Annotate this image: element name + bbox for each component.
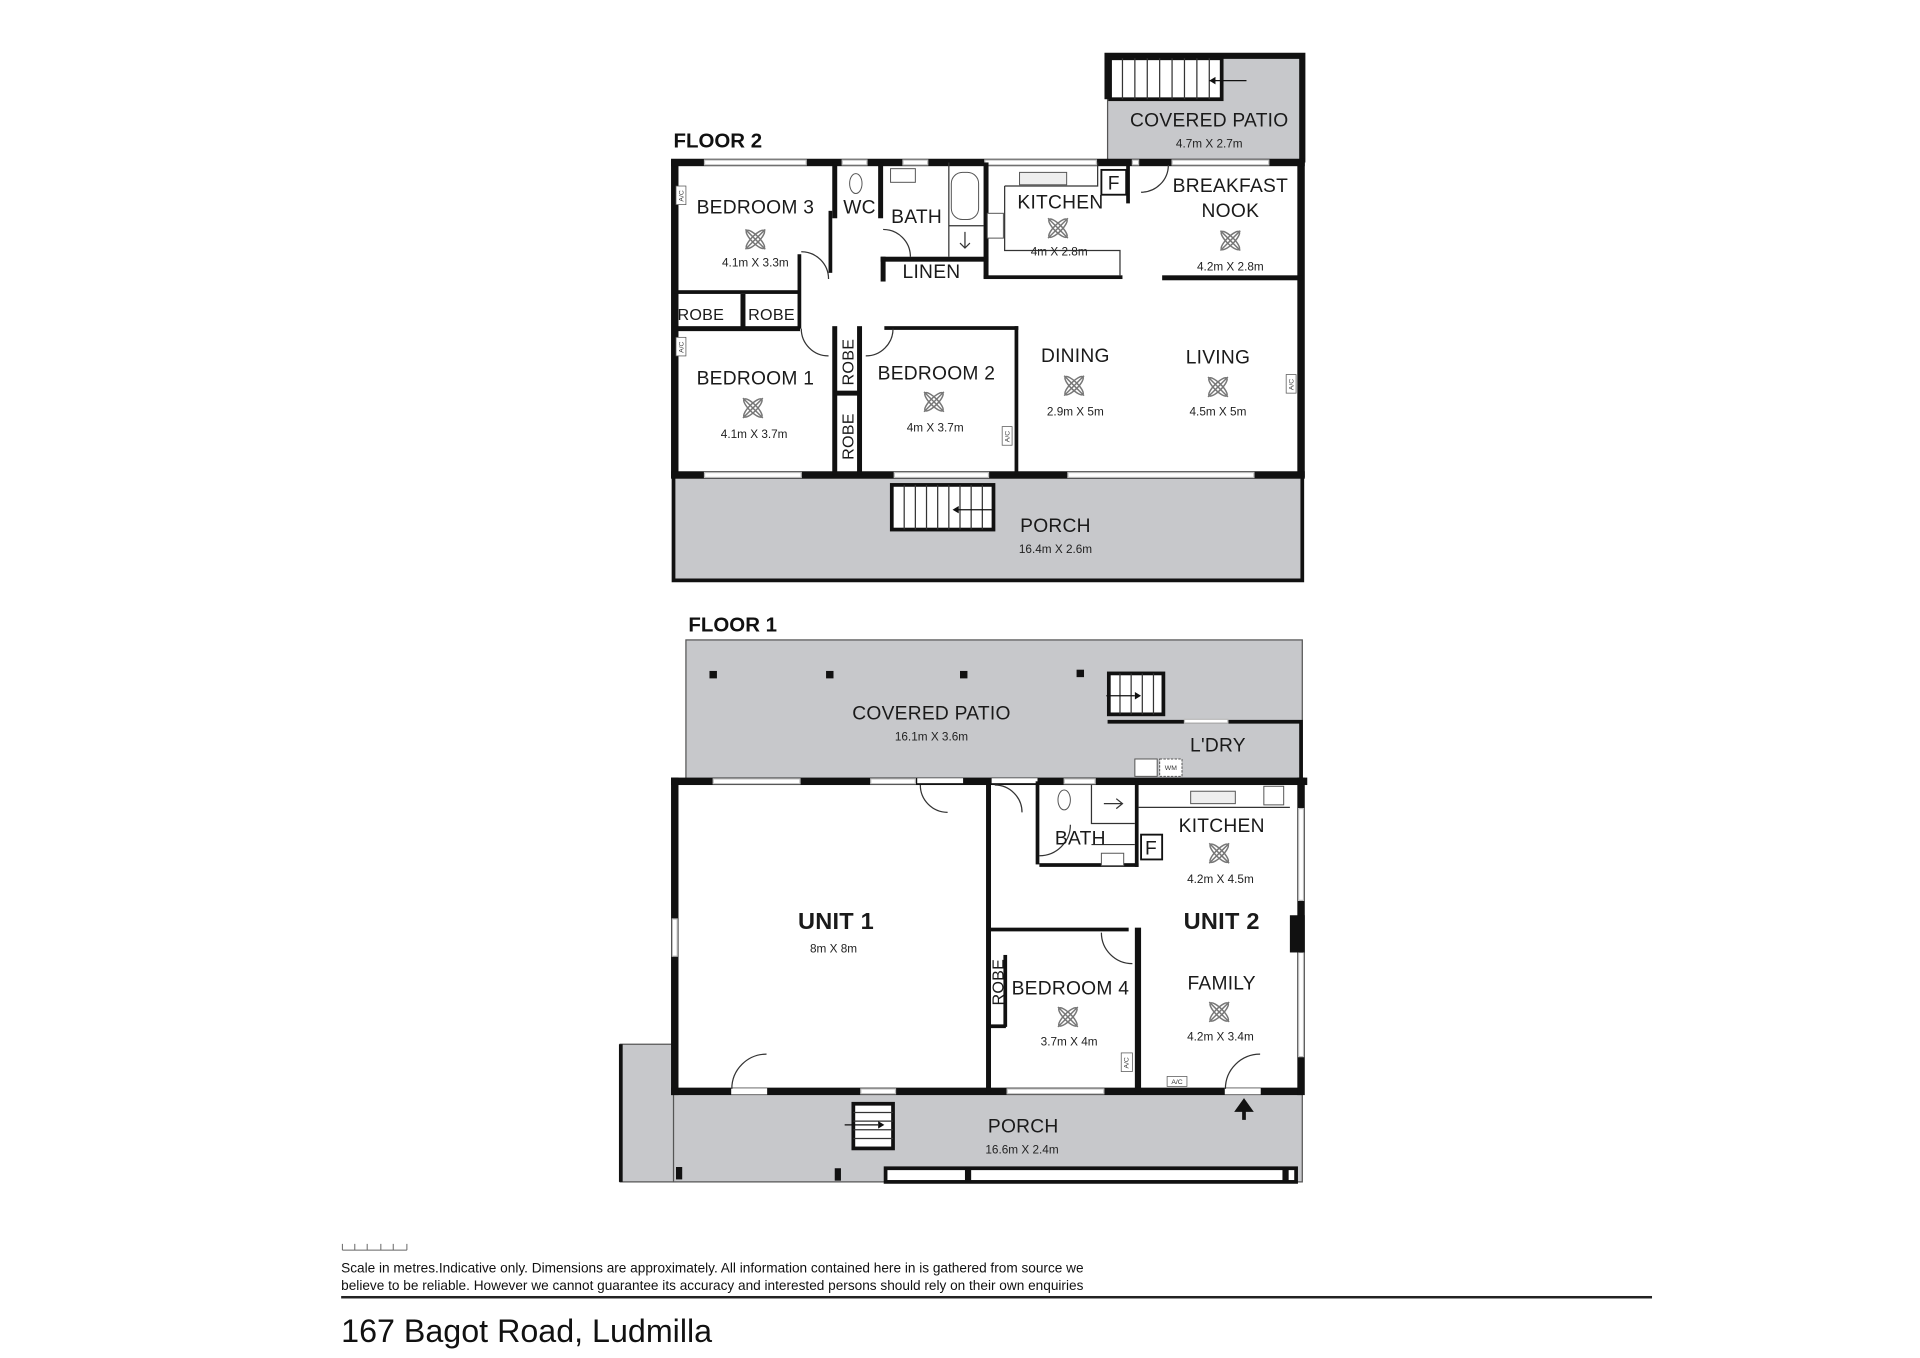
fridge-label: F xyxy=(1145,838,1157,859)
porch-bench xyxy=(883,1166,1298,1184)
room-label: LINEN xyxy=(903,262,961,283)
laundry-wall xyxy=(1107,719,1303,782)
robe-label: ROBE xyxy=(839,413,857,460)
ceiling-fan-icon xyxy=(1218,228,1243,253)
room-label: PORCH xyxy=(1020,516,1091,537)
room-label: COVERED PATIO xyxy=(1130,110,1288,131)
room-dimensions: 4.7m X 2.7m xyxy=(1176,138,1243,151)
floor-1: FLOOR 1 COVERED PATIO 16.1m X 3.6m L'DRY… xyxy=(618,613,1308,1184)
ceiling-fan-icon xyxy=(740,395,766,421)
room-dimensions: 4.5m X 5m xyxy=(1190,405,1247,418)
washing-machine-icon: WM xyxy=(1159,758,1183,777)
room-dimensions: 8m X 8m xyxy=(810,942,857,955)
disclaimer-line-2: believe to be reliable. However we canno… xyxy=(341,1278,1083,1293)
room-label: LIVING xyxy=(1186,347,1251,368)
svg-text:A/C: A/C xyxy=(1289,379,1296,390)
ac-icon: A/C xyxy=(675,185,687,206)
room-dimensions: 4m X 2.8m xyxy=(1031,245,1088,258)
room-dimensions: 2.9m X 5m xyxy=(1047,405,1104,418)
ceiling-fan-icon xyxy=(1045,216,1071,241)
ac-icon: A/C xyxy=(675,336,687,357)
ceiling-fan-icon xyxy=(1055,1004,1081,1030)
footer: Scale in metres.Indicative only. Dimensi… xyxy=(341,1243,1653,1349)
svg-text:A/C: A/C xyxy=(678,341,685,352)
ceiling-fan-icon xyxy=(1205,374,1231,400)
room-label: BREAKFAST xyxy=(1173,176,1288,197)
floor-1-title: FLOOR 1 xyxy=(688,613,777,636)
stairs-icon xyxy=(889,483,996,532)
room-label: UNIT 1 xyxy=(798,908,874,934)
stairs-icon xyxy=(1108,56,1247,102)
room-dimensions: 4.2m X 2.8m xyxy=(1197,260,1264,273)
room-label: BEDROOM 3 xyxy=(697,197,815,218)
floor-2-walls xyxy=(671,158,1305,479)
robe-label: ROBE xyxy=(839,339,857,386)
robe-label: ROBE xyxy=(989,959,1007,1006)
svg-text:WM: WM xyxy=(1165,765,1177,772)
floor-2: FLOOR 2 COVERED PATIO 4.7m X 2.7m PORCH … xyxy=(671,52,1306,583)
property-address: 167 Bagot Road, Ludmilla xyxy=(341,1313,712,1349)
room-dimensions: 4.2m X 3.4m xyxy=(1187,1031,1254,1044)
ac-icon: A/C xyxy=(1001,426,1013,446)
robe-label: ROBE xyxy=(748,306,795,324)
scale-bar xyxy=(341,1243,408,1251)
room-label: KITCHEN xyxy=(1017,192,1103,213)
room-label: NOOK xyxy=(1202,201,1260,222)
room-dimensions: 4.1m X 3.3m xyxy=(722,257,789,270)
floor-1-walls xyxy=(671,777,1308,1096)
room-dimensions: 4m X 3.7m xyxy=(907,422,964,435)
room-label: KITCHEN xyxy=(1179,816,1265,837)
stairs-icon xyxy=(1106,671,1166,717)
ceiling-fan-icon xyxy=(743,227,768,252)
room-label: BATH xyxy=(891,207,942,228)
porch-edge xyxy=(671,474,1305,583)
laundry-tub-icon xyxy=(1134,758,1158,777)
room-label: L'DRY xyxy=(1190,736,1246,757)
room-label: BEDROOM 1 xyxy=(697,368,815,389)
ac-icon: A/C xyxy=(1285,374,1297,394)
ceiling-fan-icon xyxy=(1207,999,1232,1025)
room-dimensions: 16.6m X 2.4m xyxy=(985,1143,1058,1156)
ceiling-fan-icon xyxy=(1207,841,1232,866)
covered-patio-area xyxy=(685,639,1303,785)
robe-label: ROBE xyxy=(677,306,724,324)
room-label: BEDROOM 2 xyxy=(878,363,996,384)
room-dimensions: 16.1m X 3.6m xyxy=(895,730,968,743)
room-dimensions: 16.4m X 2.6m xyxy=(1019,543,1092,556)
entry-arrow-icon xyxy=(1234,1098,1254,1120)
room-label: BEDROOM 4 xyxy=(1012,979,1130,1000)
ac-icon: A/C xyxy=(1166,1076,1188,1087)
room-label: FAMILY xyxy=(1187,974,1255,995)
floor-2-title: FLOOR 2 xyxy=(674,130,763,153)
room-label: COVERED PATIO xyxy=(852,703,1010,724)
fridge-icon xyxy=(1140,833,1164,861)
room-label: UNIT 2 xyxy=(1184,908,1260,934)
stairs-icon xyxy=(844,1101,895,1151)
disclaimer-line-1: Scale in metres.Indicative only. Dimensi… xyxy=(341,1260,1083,1275)
porch-side-area xyxy=(619,1043,677,1183)
room-label: BATH xyxy=(1055,829,1106,850)
room-dimensions: 4.2m X 4.5m xyxy=(1187,873,1254,886)
divider xyxy=(341,1295,1653,1299)
ac-icon: A/C xyxy=(1120,1052,1133,1072)
fridge-label: F xyxy=(1108,174,1120,195)
ceiling-fan-icon xyxy=(921,389,947,414)
svg-text:A/C: A/C xyxy=(1171,1079,1182,1086)
svg-text:A/C: A/C xyxy=(678,190,685,201)
svg-text:A/C: A/C xyxy=(1124,1057,1131,1068)
svg-text:A/C: A/C xyxy=(1005,431,1012,442)
fridge-icon xyxy=(1100,168,1128,196)
room-label: PORCH xyxy=(988,1116,1059,1137)
ceiling-fan-icon xyxy=(1061,373,1087,398)
room-dimensions: 3.7m X 4m xyxy=(1041,1035,1098,1048)
room-dimensions: 4.1m X 3.7m xyxy=(721,428,788,441)
patio-wall xyxy=(1104,52,1306,163)
room-label: DINING xyxy=(1041,346,1110,367)
room-label: WC xyxy=(843,197,876,218)
patio-posts xyxy=(675,669,1085,1181)
